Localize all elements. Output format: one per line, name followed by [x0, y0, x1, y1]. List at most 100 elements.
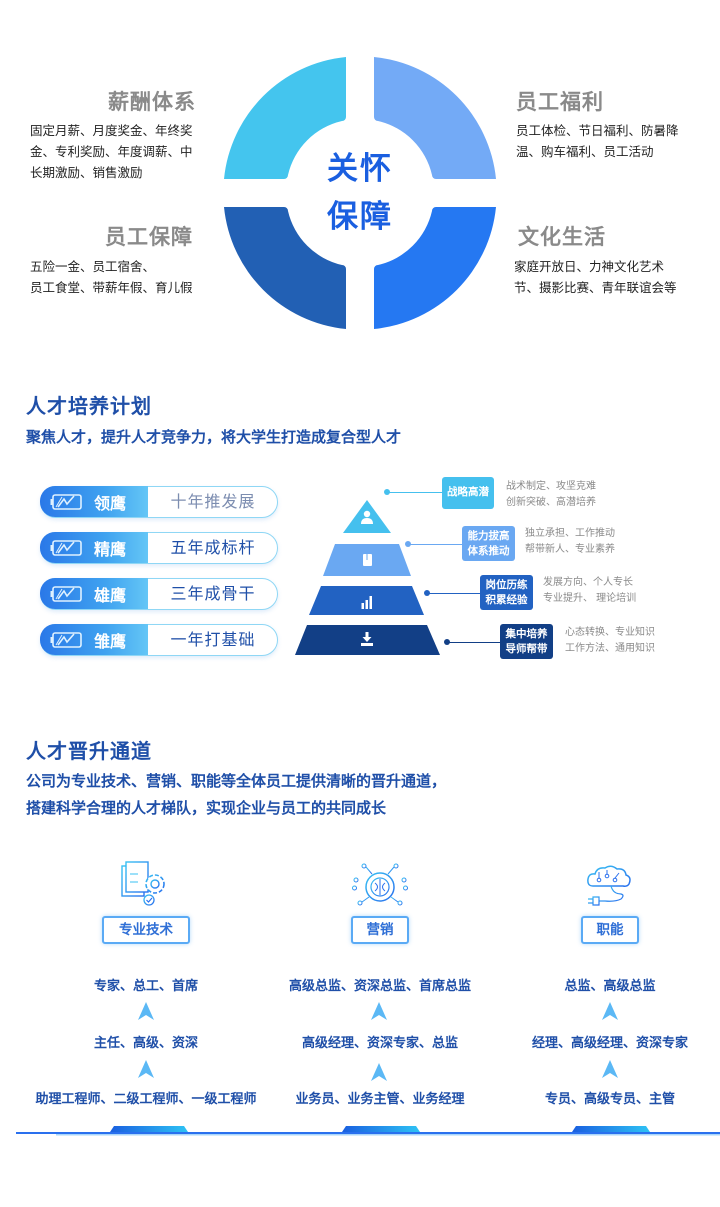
quadrant-title-culture: 文化生活 — [518, 225, 606, 249]
text-line: 长期激励、销售激励 — [30, 165, 143, 180]
tag-line: 岗位历练 — [485, 579, 528, 591]
connector-line — [448, 642, 504, 643]
ring-segment-top-left — [224, 57, 346, 179]
pill-badge: 雄鹰 — [40, 578, 148, 609]
arrow-up-icon — [138, 1002, 154, 1020]
desc-line: 发展方向、个人专长 — [543, 577, 633, 588]
pill-goal: 十年推发展 — [170, 492, 256, 511]
connector-line — [428, 593, 484, 594]
rank-marketing-mid: 高级经理、资深专家、总监 — [301, 1036, 458, 1051]
training-subtitle: 聚焦人才，提升人才竞争力，将大学生打造成复合型人才 — [26, 428, 402, 446]
desc-line: 战术制定、攻坚克难 — [506, 481, 596, 492]
text-line: 员工体检、节日福利、防暑降 — [516, 123, 679, 138]
bar-chart-icon — [361, 596, 372, 609]
quadrant-text-benefits: 员工体检、节日福利、防暑降 温、购车福利、员工活动 — [516, 120, 679, 162]
document-icon — [363, 554, 372, 566]
brain-circuit-icon — [352, 863, 408, 906]
pyramid-tag-3: 岗位历练 积累经验 — [480, 575, 533, 610]
ring-segment-bottom-right — [374, 207, 496, 329]
battery-lightning-icon — [50, 493, 82, 510]
quadrant-text-salary: 固定月薪、月度奖金、年终奖 金、专利奖励、年度调薪、中 长期激励、销售激励 — [30, 120, 193, 183]
center-title-line2: 保障 — [327, 199, 393, 235]
rank-functional-top: 总监、高级总监 — [564, 979, 656, 994]
text-line: 节、摄影比赛、青年联谊会等 — [514, 280, 677, 295]
tag-line: 集中培养 — [505, 628, 548, 640]
pyramid-desc-4: 心态转换、专业知识 工作方法、通用知识 — [565, 625, 655, 657]
tag-line: 积累经验 — [485, 594, 528, 606]
arrow-up-icon — [371, 1002, 387, 1020]
channel-tab-technical[interactable]: 专业技术 — [102, 916, 190, 944]
text-line: 家庭开放日、力神文化艺术 — [514, 259, 665, 274]
arrow-up-icon — [602, 1002, 618, 1020]
promotion-subtitle: 公司为专业技术、营销、职能等全体员工提供清晰的晋升通道， 搭建科学合理的人才梯队… — [26, 768, 446, 822]
rank-technical-top: 专家、总工、首席 — [93, 979, 198, 994]
channel-tab-marketing[interactable]: 营销 — [351, 916, 409, 944]
quadrant-title-benefits: 员工福利 — [516, 90, 604, 114]
pill-name: 精鹰 — [94, 539, 127, 559]
quadrant-title-salary: 薪酬体系 — [108, 90, 196, 114]
rank-technical-mid: 主任、高级、资深 — [93, 1036, 198, 1051]
care-ring-graphic — [224, 57, 496, 329]
pyramid-tag-4: 集中培养 导师帮带 — [500, 624, 553, 659]
desc-line: 心态转换、专业知识 — [565, 627, 655, 638]
connector-dot — [405, 541, 411, 547]
bottom-rail-decoration — [16, 1126, 720, 1136]
pill-chuying: 雏鹰 一年打基础 — [40, 624, 278, 656]
desc-line: 专业提升、 理论培训 — [543, 593, 637, 604]
pill-xiongying: 雄鹰 三年成骨干 — [40, 578, 278, 610]
battery-lightning-icon — [50, 585, 82, 602]
pill-badge: 雏鹰 — [40, 624, 148, 655]
ring-segment-top-right — [374, 57, 496, 179]
pill-name: 领鹰 — [94, 493, 127, 513]
arrow-up-icon — [138, 1060, 154, 1078]
pill-name: 雏鹰 — [94, 631, 127, 651]
pyramid-graphic — [295, 500, 440, 655]
subtitle-line: 搭建科学合理的人才梯队，实现企业与员工的共同成长 — [26, 799, 387, 817]
arrow-up-icon — [602, 1060, 618, 1078]
ring-segment-bottom-left — [224, 207, 346, 329]
battery-lightning-icon — [50, 631, 82, 648]
tag-line: 导师帮带 — [505, 643, 548, 655]
rank-marketing-base: 业务员、业务主管、业务经理 — [295, 1092, 465, 1107]
connector-dot — [444, 639, 450, 645]
connector-dot — [384, 489, 390, 495]
tag-line: 战略高潜 — [447, 486, 489, 498]
pyramid-tag-1: 战略高潜 — [442, 477, 494, 509]
quadrant-text-culture: 家庭开放日、力神文化艺术 节、摄影比赛、青年联谊会等 — [514, 256, 677, 298]
text-line: 金、专利奖励、年度调薪、中 — [30, 144, 193, 159]
pill-badge: 精鹰 — [40, 532, 148, 563]
rank-functional-base: 专员、高级专员、主管 — [544, 1092, 675, 1107]
text-line: 温、购车福利、员工活动 — [516, 144, 654, 159]
download-icon — [361, 632, 373, 646]
text-line: 五险一金、员工宿舍、 — [30, 259, 156, 274]
quadrant-text-security: 五险一金、员工宿舍、 员工食堂、带薪年假、育儿假 — [30, 256, 193, 298]
pill-goal: 一年打基础 — [170, 630, 256, 649]
rank-technical-base: 助理工程师、二级工程师、一级工程师 — [35, 1092, 257, 1107]
battery-lightning-icon — [50, 539, 82, 556]
tag-line: 体系推动 — [467, 545, 510, 557]
pill-badge: 领鹰 — [40, 486, 148, 517]
pill-lingying: 领鹰 十年推发展 — [40, 486, 278, 518]
pyramid-tag-2: 能力拔高 体系推动 — [462, 526, 515, 561]
rank-functional-mid: 经理、高级经理、资深专家 — [531, 1036, 688, 1051]
connector-line — [388, 492, 444, 493]
training-title: 人才培养计划 — [26, 394, 152, 418]
pyramid-desc-3: 发展方向、个人专长 专业提升、 理论培训 — [543, 575, 636, 607]
document-gear-icon — [121, 861, 165, 906]
text-line: 固定月薪、月度奖金、年终奖 — [30, 123, 193, 138]
promotion-title: 人才晋升通道 — [26, 739, 152, 763]
desc-line: 工作方法、通用知识 — [565, 643, 655, 654]
connector-dot — [424, 590, 430, 596]
quadrant-title-security: 员工保障 — [105, 225, 193, 249]
cloud-brain-plug-icon — [587, 865, 631, 906]
channel-tab-functional[interactable]: 职能 — [581, 916, 639, 944]
desc-line: 创新突破、高潜培养 — [506, 497, 596, 508]
arrow-up-icon — [371, 1063, 387, 1081]
care-center-title: 关怀 保障 — [305, 145, 415, 241]
pyramid-desc-1: 战术制定、攻坚克难 创新突破、高潜培养 — [506, 479, 596, 511]
center-title-line1: 关怀 — [327, 151, 393, 187]
pyramid-desc-2: 独立承担、工作推动 帮带新人、专业素养 — [525, 526, 615, 558]
desc-line: 独立承担、工作推动 — [525, 528, 615, 539]
person-icon — [361, 510, 373, 524]
text-line: 员工食堂、带薪年假、育儿假 — [30, 280, 193, 295]
